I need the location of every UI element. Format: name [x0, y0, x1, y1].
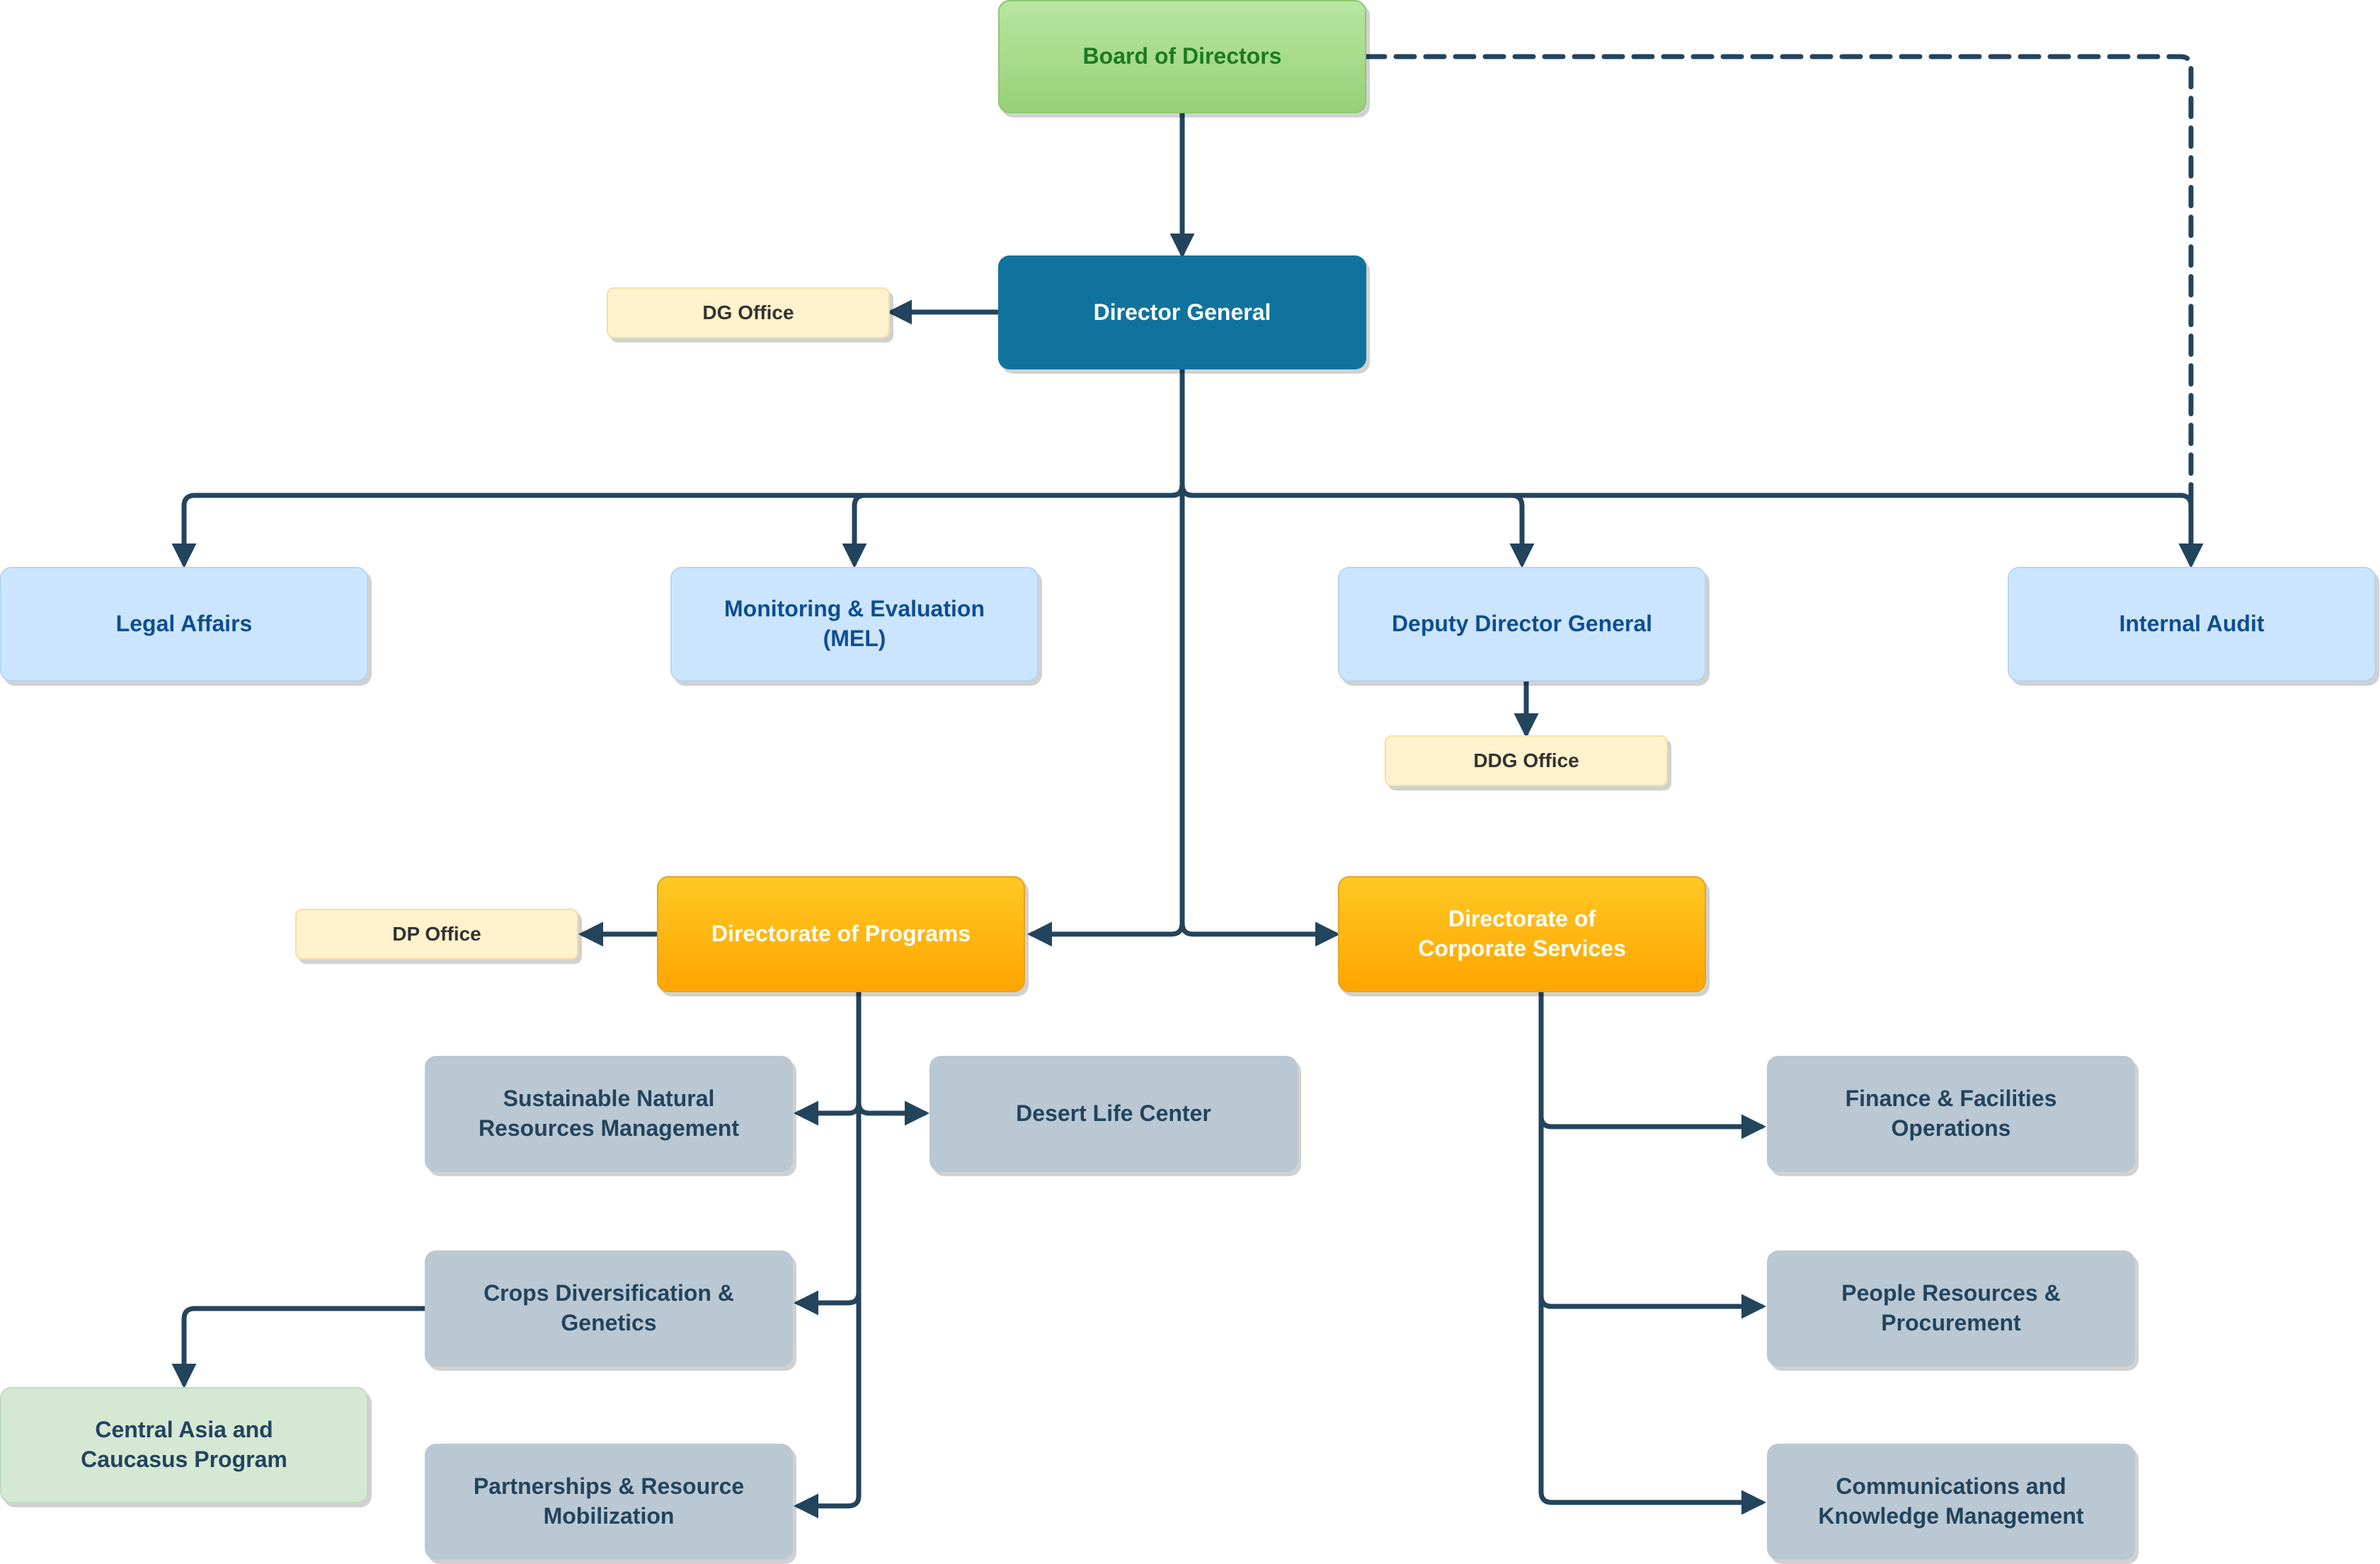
edge-programs-to-partnerships: [794, 1493, 862, 1519]
node-communications-knowledge: Communications and Knowledge Management: [1767, 1444, 2135, 1560]
node-monitoring-evaluation: Monitoring & Evaluation (MEL): [670, 567, 1039, 682]
edge-dg-to-programs: [1027, 920, 1185, 947]
node-central-asia-caucasus: Central Asia and Caucasus Program: [0, 1387, 368, 1503]
node-deputy-director-general: Deputy Director General: [1338, 567, 1706, 682]
node-board-of-directors: Board of Directors: [998, 0, 1366, 113]
edge-programs-to-desert: [856, 1100, 929, 1126]
edge-dg-to-mel: [842, 482, 1185, 568]
edge-dg-to-audit: [1179, 482, 2204, 568]
edge-corporate-to-comms: [1538, 1489, 1766, 1515]
edge-corporate-to-people: [1538, 1293, 1766, 1319]
node-directorate-of-corporate-services: Directorate of Corporate Services: [1338, 876, 1706, 992]
edge-crops-to-cac: [171, 1306, 428, 1388]
node-internal-audit: Internal Audit: [2008, 567, 2376, 682]
node-people-resources: People Resources & Procurement: [1767, 1250, 2135, 1367]
node-crops-diversification: Crops Diversification & Genetics: [425, 1250, 793, 1367]
node-finance-facilities: Finance & Facilities Operations: [1767, 1056, 2135, 1172]
node-partnerships-resource-mobilization: Partnerships & Resource Mobilization: [425, 1444, 793, 1560]
node-desert-life-center: Desert Life Center: [929, 1056, 1298, 1172]
edge-dg-to-corporate: [1179, 920, 1340, 947]
node-legal-affairs: Legal Affairs: [0, 567, 368, 682]
node-sustainable-natural-resources: Sustainable Natural Resources Management: [425, 1056, 793, 1172]
node-dg-office: DG Office: [607, 287, 890, 338]
node-director-general: Director General: [998, 255, 1366, 369]
edge-programs-to-crops: [794, 1289, 862, 1316]
edge-board-to-audit-dashed: [1363, 54, 2204, 568]
node-ddg-office: DDG Office: [1385, 735, 1668, 786]
node-dp-office: DP Office: [295, 909, 578, 960]
edge-corporate-to-finance: [1538, 1113, 1766, 1139]
node-directorate-of-programs: Directorate of Programs: [657, 876, 1025, 992]
edge-programs-to-snrm: [794, 1100, 862, 1126]
